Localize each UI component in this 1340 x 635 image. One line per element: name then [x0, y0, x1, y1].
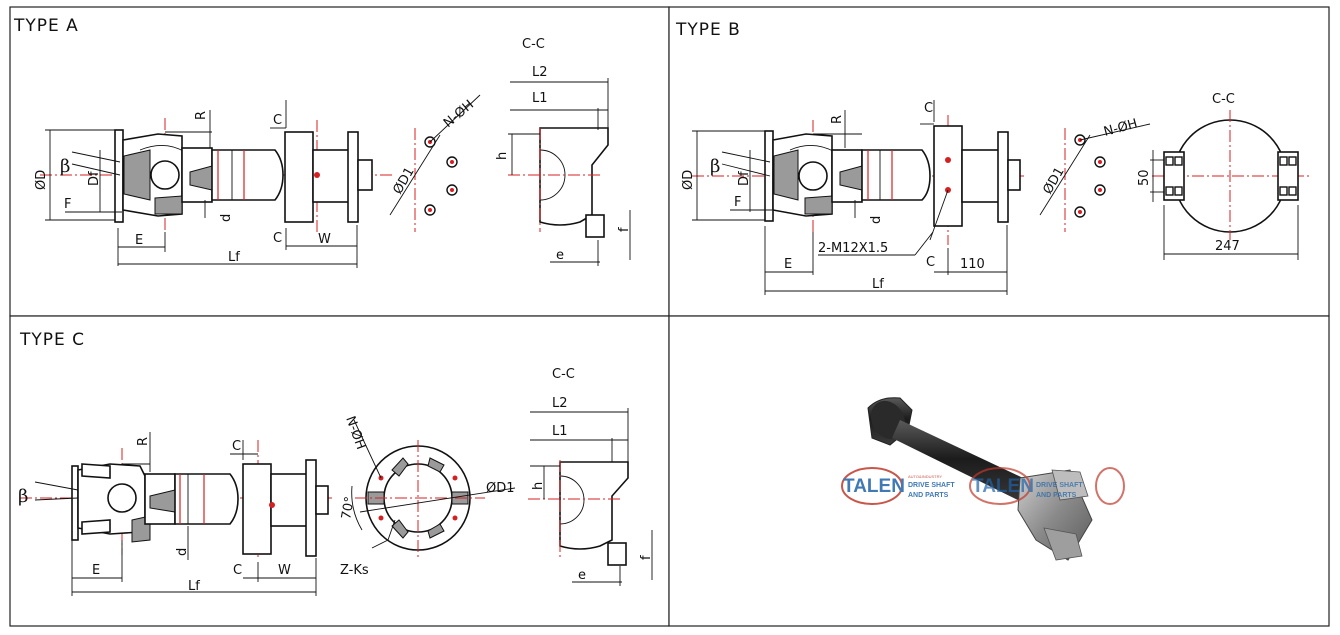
type-b-f-label: F: [734, 195, 741, 210]
type-a-w-label: W: [318, 232, 331, 247]
type-c-beta-label: β: [18, 486, 28, 507]
type-b-50-label: 50: [1137, 169, 1152, 186]
type-a-beta-label: β: [60, 156, 70, 177]
type-c-lf-label: Lf: [188, 579, 200, 594]
type-b-r-label: R: [830, 115, 845, 124]
type-a-l1-label: L1: [532, 91, 548, 106]
svg-text:AND PARTS: AND PARTS: [1036, 492, 1077, 499]
watermark-logo-left: TALEN AUTO&INDUSTRY DRIVE SHAFT AND PART…: [841, 467, 955, 505]
svg-text:AND PARTS: AND PARTS: [908, 492, 949, 499]
watermark-logo-right: TALEN DRIVE SHAFT AND PARTS: [969, 467, 1125, 505]
type-b-flange-yoke: [764, 130, 863, 222]
type-b-beta-label: β: [710, 156, 720, 177]
type-c-angle-label: 70°: [339, 495, 358, 520]
type-a-df-label: Df: [87, 171, 102, 186]
product-photo: [867, 397, 1093, 561]
type-c-e-small-label: e: [578, 568, 586, 583]
type-c-d1-label: ØD1: [486, 481, 515, 496]
panel-type-b: TYPE B: [668, 6, 1330, 317]
type-b-c-top-label: C: [924, 101, 933, 116]
type-c-c-top-label: C: [232, 439, 241, 454]
type-c-l1-label: L1: [552, 424, 568, 439]
type-c-l2-label: L2: [552, 396, 568, 411]
type-b-df-label: Df: [737, 171, 752, 186]
type-a-title: TYPE A: [13, 16, 79, 36]
type-a-r-label: R: [194, 111, 209, 120]
type-a-bolt-pattern: [389, 94, 481, 232]
type-a-dimensions: [45, 100, 358, 268]
type-a-l2-label: L2: [532, 65, 548, 80]
type-a-bearing-housing: [284, 131, 373, 223]
type-b-thread-label: 2-M12X1.5: [818, 241, 888, 256]
type-c-zks-label: Z-Ks: [340, 563, 369, 578]
svg-text:DRIVE SHAFT: DRIVE SHAFT: [908, 482, 955, 489]
type-a-tube: [211, 149, 284, 201]
type-b-247-label: 247: [1215, 239, 1240, 254]
panel-product-photo: TALEN AUTO&INDUSTRY DRIVE SHAFT AND PART…: [668, 315, 1330, 627]
type-a-c-bottom-label: C: [273, 231, 282, 246]
type-c-title: TYPE C: [19, 330, 85, 350]
type-c-small-d-label: d: [175, 548, 190, 556]
type-c-yoke: [71, 463, 176, 543]
type-c-section-cc: [528, 408, 653, 586]
type-a-flange-yoke: [114, 129, 213, 223]
type-b-e-label: E: [784, 257, 792, 272]
type-a-lf-label: Lf: [228, 250, 240, 265]
type-b-c-bottom-label: C: [926, 255, 935, 270]
type-a-c-top-label: C: [273, 113, 282, 128]
type-b-title: TYPE B: [675, 20, 741, 40]
svg-text:TALEN: TALEN: [843, 476, 905, 497]
type-c-w-label: W: [278, 563, 291, 578]
type-c-ring-flange: [351, 419, 516, 560]
type-b-small-d-label: d: [869, 216, 884, 224]
type-b-section-cc: [1150, 110, 1310, 260]
type-b-d-label: ØD: [681, 170, 696, 190]
type-c-tube: [174, 473, 239, 525]
type-a-h-label: h: [495, 152, 510, 160]
type-c-f-small-label: f: [639, 555, 654, 560]
type-c-c-bottom-label: C: [233, 563, 242, 578]
panel-type-a: TYPE A: [9, 6, 670, 317]
type-a-section-cc: [508, 78, 631, 266]
type-b-bearing-housing: [929, 125, 1021, 241]
panel-type-c: TYPE C: [9, 315, 670, 627]
type-a-d-label: ØD: [34, 170, 49, 190]
type-b-dimensions: [692, 100, 1008, 295]
type-c-section-label: C-C: [552, 367, 575, 382]
type-b-110-label: 110: [960, 257, 985, 272]
type-c-r-label: R: [136, 437, 151, 446]
type-b-bolt-pattern: [1039, 123, 1151, 232]
type-a-f-small-label: f: [617, 227, 632, 232]
type-a-e-label: E: [135, 233, 143, 248]
type-a-e-small-label: e: [556, 248, 564, 263]
svg-text:AUTO&INDUSTRY: AUTO&INDUSTRY: [908, 474, 942, 479]
type-b-lf-label: Lf: [872, 277, 884, 292]
type-a-section-label: C-C: [522, 37, 545, 52]
svg-text:DRIVE SHAFT: DRIVE SHAFT: [1036, 482, 1083, 489]
type-c-e-label: E: [92, 563, 100, 578]
type-c-h-label: h: [531, 482, 546, 490]
type-a-small-d-label: d: [219, 214, 234, 222]
type-c-dimensions: [34, 432, 317, 596]
type-c-bearing-housing: [242, 459, 329, 557]
type-b-section-label: C-C: [1212, 92, 1235, 107]
type-a-f-label: F: [64, 197, 71, 212]
svg-text:TALEN: TALEN: [972, 476, 1034, 497]
type-b-tube: [861, 149, 931, 201]
